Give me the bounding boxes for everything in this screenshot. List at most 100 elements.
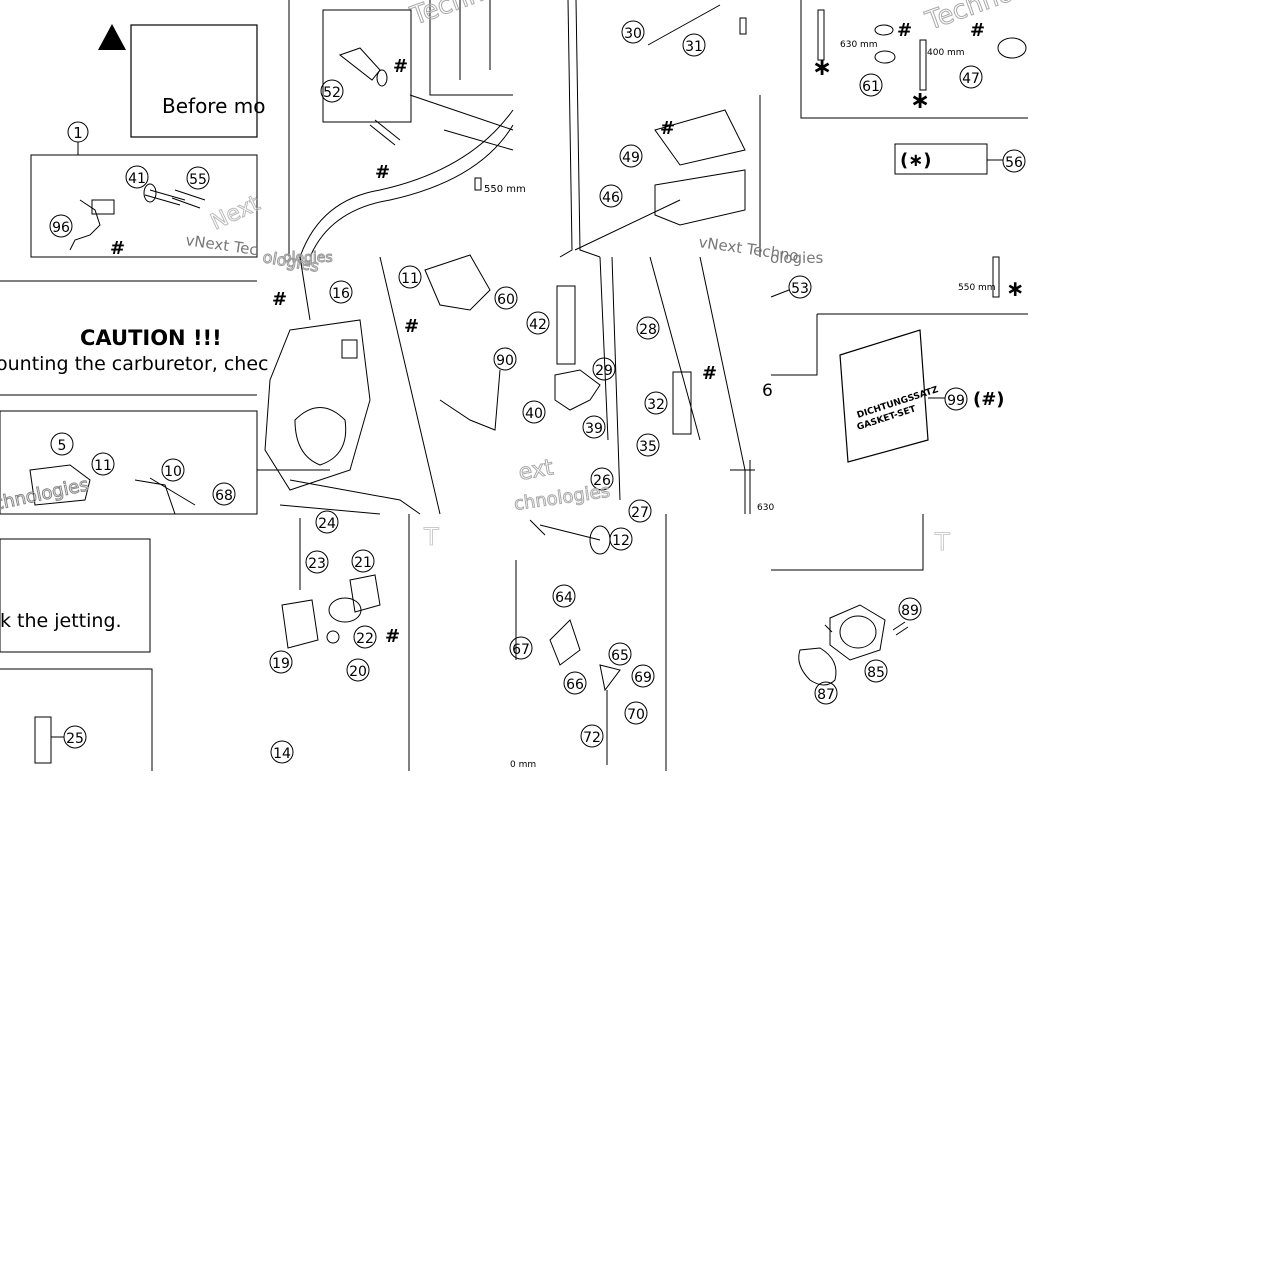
callout-25: 25 <box>66 731 84 747</box>
dimension-label: 630 mm <box>840 40 878 50</box>
hash-mark: # <box>385 626 400 647</box>
callout-60: 60 <box>497 292 515 308</box>
dimension-label: 550 mm <box>484 184 526 195</box>
callout-11: 11 <box>401 271 419 287</box>
callout-12: 12 <box>612 533 630 549</box>
gasket-set-bag <box>839 329 929 463</box>
callout-67: 67 <box>512 642 530 658</box>
dimension-label: 550 mm <box>958 283 996 293</box>
watermark-outline: ext <box>517 455 556 486</box>
watermark-outline: Next <box>207 191 264 235</box>
warning-box <box>130 24 258 138</box>
dimension-label: 630 <box>757 503 774 513</box>
watermark-outline: T <box>423 523 439 551</box>
tile-l: T 89 85 87 <box>771 514 951 705</box>
callout-22: 22 <box>356 631 374 647</box>
callout-69: 69 <box>634 670 652 686</box>
tile-k: 12 64 67 65 69 66 70 72 0 mm <box>509 514 667 771</box>
callout-61: 61 <box>862 79 880 95</box>
tile-g: 42 28 29 40 39 32 35 26 27 # 630 ext chn… <box>512 256 774 523</box>
callout-10: 10 <box>164 464 182 480</box>
legend-asterisk: (∗) <box>900 150 932 171</box>
warning-text-bottom: k the jetting. <box>0 610 122 632</box>
watermark: ologies <box>770 249 823 267</box>
callout-64: 64 <box>555 590 573 606</box>
callout-31: 31 <box>685 39 703 55</box>
callout-70: 70 <box>627 707 645 723</box>
watermark-outline: Technol <box>406 0 509 32</box>
callout-30: 30 <box>624 26 642 42</box>
callout-16: 16 <box>332 286 350 302</box>
callout-87: 87 <box>817 687 835 703</box>
tile-c: 30 31 49 46 # vNext Techno <box>559 0 800 265</box>
callout-20: 20 <box>349 664 367 680</box>
callout-11: 11 <box>94 458 112 474</box>
asterisk-mark: ∗ <box>910 86 930 114</box>
callout-46: 46 <box>602 190 620 206</box>
callout-35: 35 <box>639 439 657 455</box>
callout-40: 40 <box>525 406 543 422</box>
dimension-label: 0 mm <box>510 760 536 770</box>
callout-56: 56 <box>1005 155 1023 171</box>
hash-mark: # <box>393 56 408 77</box>
callout-26: 26 <box>593 473 611 489</box>
callout-90: 90 <box>496 353 514 369</box>
dimension-label: 400 mm <box>927 48 965 58</box>
callout-99: 99 <box>947 393 965 409</box>
callout-47: 47 <box>962 71 980 87</box>
callout-66: 66 <box>566 677 584 693</box>
callout-52: 52 <box>323 85 341 101</box>
watermark-outline: ologies <box>283 250 333 266</box>
callout-1: 1 <box>73 124 83 142</box>
callout-28: 28 <box>639 322 657 338</box>
callout-23: 23 <box>308 556 326 572</box>
tile-warning-top: Before mo 1 41 55 96 # vNext Tec Next <box>30 24 265 259</box>
callout-89: 89 <box>901 603 919 619</box>
callout-96: 96 <box>52 220 70 236</box>
callout-85: 85 <box>867 665 885 681</box>
callout-53: 53 <box>791 281 809 297</box>
callout-55: 55 <box>189 172 207 188</box>
watermark-outline: chnologies <box>0 474 91 515</box>
hash-mark: # <box>404 316 419 337</box>
tile-carb-body: # # 16 11 60 90 24 ologies <box>257 250 518 534</box>
callout-32: 32 <box>647 397 665 413</box>
caution-heading: CAUTION !!! <box>80 326 222 350</box>
callout-24: 24 <box>318 516 336 532</box>
hash-mark: # <box>897 20 912 41</box>
callout-42: 42 <box>529 317 547 333</box>
callout-27: 27 <box>631 505 649 521</box>
hash-mark: # <box>272 289 287 310</box>
tile-caution: CAUTION !!! ounting the carburetor, chec… <box>0 280 268 515</box>
callout-72: 72 <box>583 730 601 746</box>
callout-68: 68 <box>215 488 233 504</box>
warning-text-top: Before mo <box>162 94 265 118</box>
callout-6: 6 <box>762 381 773 401</box>
part-1-box <box>30 154 258 258</box>
asterisk-mark: ∗ <box>1006 277 1024 302</box>
hash-mark: # <box>375 162 390 183</box>
callout-14: 14 <box>273 746 291 762</box>
watermark-outline: chnologies <box>513 481 612 515</box>
warning-triangle-icon <box>98 24 126 50</box>
watermark-outline: T <box>934 528 950 556</box>
callout-49: 49 <box>622 150 640 166</box>
tile-gasket-set: 53 ologies 550 mm ∗ DICHTUNGSSATZ GASKET… <box>762 249 1028 463</box>
callout-5: 5 <box>58 438 67 454</box>
hash-mark: # <box>702 363 717 384</box>
callout-21: 21 <box>354 555 372 571</box>
tile-i: k the jetting. 25 <box>0 538 153 771</box>
watermark: vNext Tec <box>184 231 258 259</box>
callout-41: 41 <box>128 171 146 187</box>
tile-j: 23 21 22 # 19 20 14 21 T <box>269 514 440 771</box>
callout-19: 19 <box>272 656 290 672</box>
hash-mark: # <box>110 238 125 259</box>
gasket-set-marker: (#) <box>973 389 1005 410</box>
hash-mark: # <box>660 118 675 139</box>
callout-65: 65 <box>611 648 629 664</box>
callout-39: 39 <box>585 421 603 437</box>
caution-text: ounting the carburetor, chec <box>0 353 268 375</box>
callout-circle <box>67 121 89 143</box>
hash-mark: # <box>970 20 985 41</box>
